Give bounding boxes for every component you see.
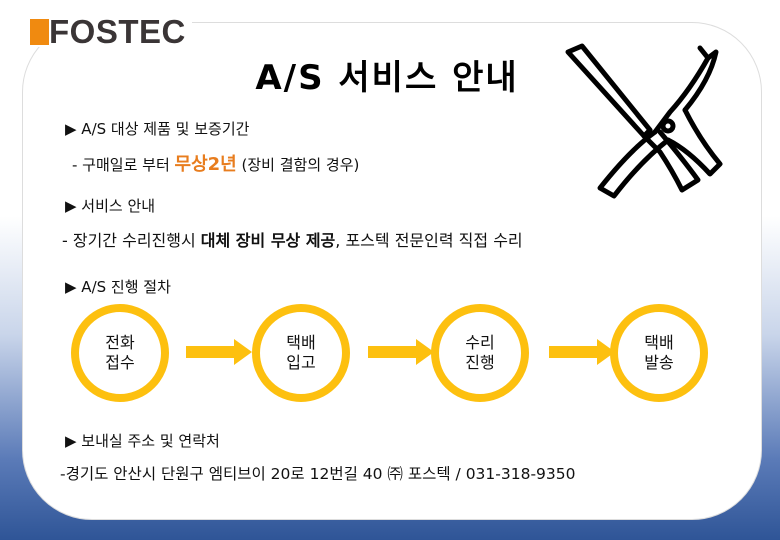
service-heading: ▶ 서비스 안내 [65, 197, 156, 215]
address-heading: ▶ 보내실 주소 및 연락처 [65, 432, 220, 450]
warranty-suffix: (장비 결함의 경우) [236, 156, 360, 174]
step-label: 택배 [286, 333, 316, 352]
warranty-period: 무상2년 [174, 154, 237, 175]
step-label: 접수 [105, 353, 135, 372]
page-title: A/S 서비스 안내 [255, 58, 519, 98]
content-card [22, 22, 762, 520]
service-text: - 장기간 수리진행시 대체 장비 무상 제공, 포스텍 전문인력 직접 수리 [62, 227, 523, 251]
step-label: 진행 [465, 353, 495, 372]
service-prefix: - 장기간 수리진행시 [62, 231, 201, 250]
step-label: 수리 [465, 333, 495, 352]
step-label: 택배 [644, 333, 674, 352]
warranty-text: - 구매일로 부터 무상2년 (장비 결함의 경우) [72, 150, 359, 176]
fostec-logo: FOSTEC [30, 13, 192, 50]
step-label: 발송 [644, 353, 674, 372]
pliers-screwdriver-icon [565, 43, 723, 199]
step-label: 입고 [286, 353, 316, 372]
warranty-heading: ▶ A/S 대상 제품 및 보증기간 [65, 120, 250, 138]
step-label: 전화 [105, 333, 135, 352]
service-highlight: 대체 장비 무상 제공 [200, 231, 336, 250]
logo-square-icon [30, 19, 49, 45]
warranty-prefix: - 구매일로 부터 [72, 156, 175, 174]
logo-text: FOSTEC [49, 13, 186, 50]
address-text: -경기도 안산시 단원구 엠티브이 20로 12번길 40 ㈜ 포스텍 / 03… [60, 465, 576, 483]
service-suffix: , 포스텍 전문인력 직접 수리 [335, 231, 523, 250]
process-heading: ▶ A/S 진행 절차 [65, 278, 171, 296]
